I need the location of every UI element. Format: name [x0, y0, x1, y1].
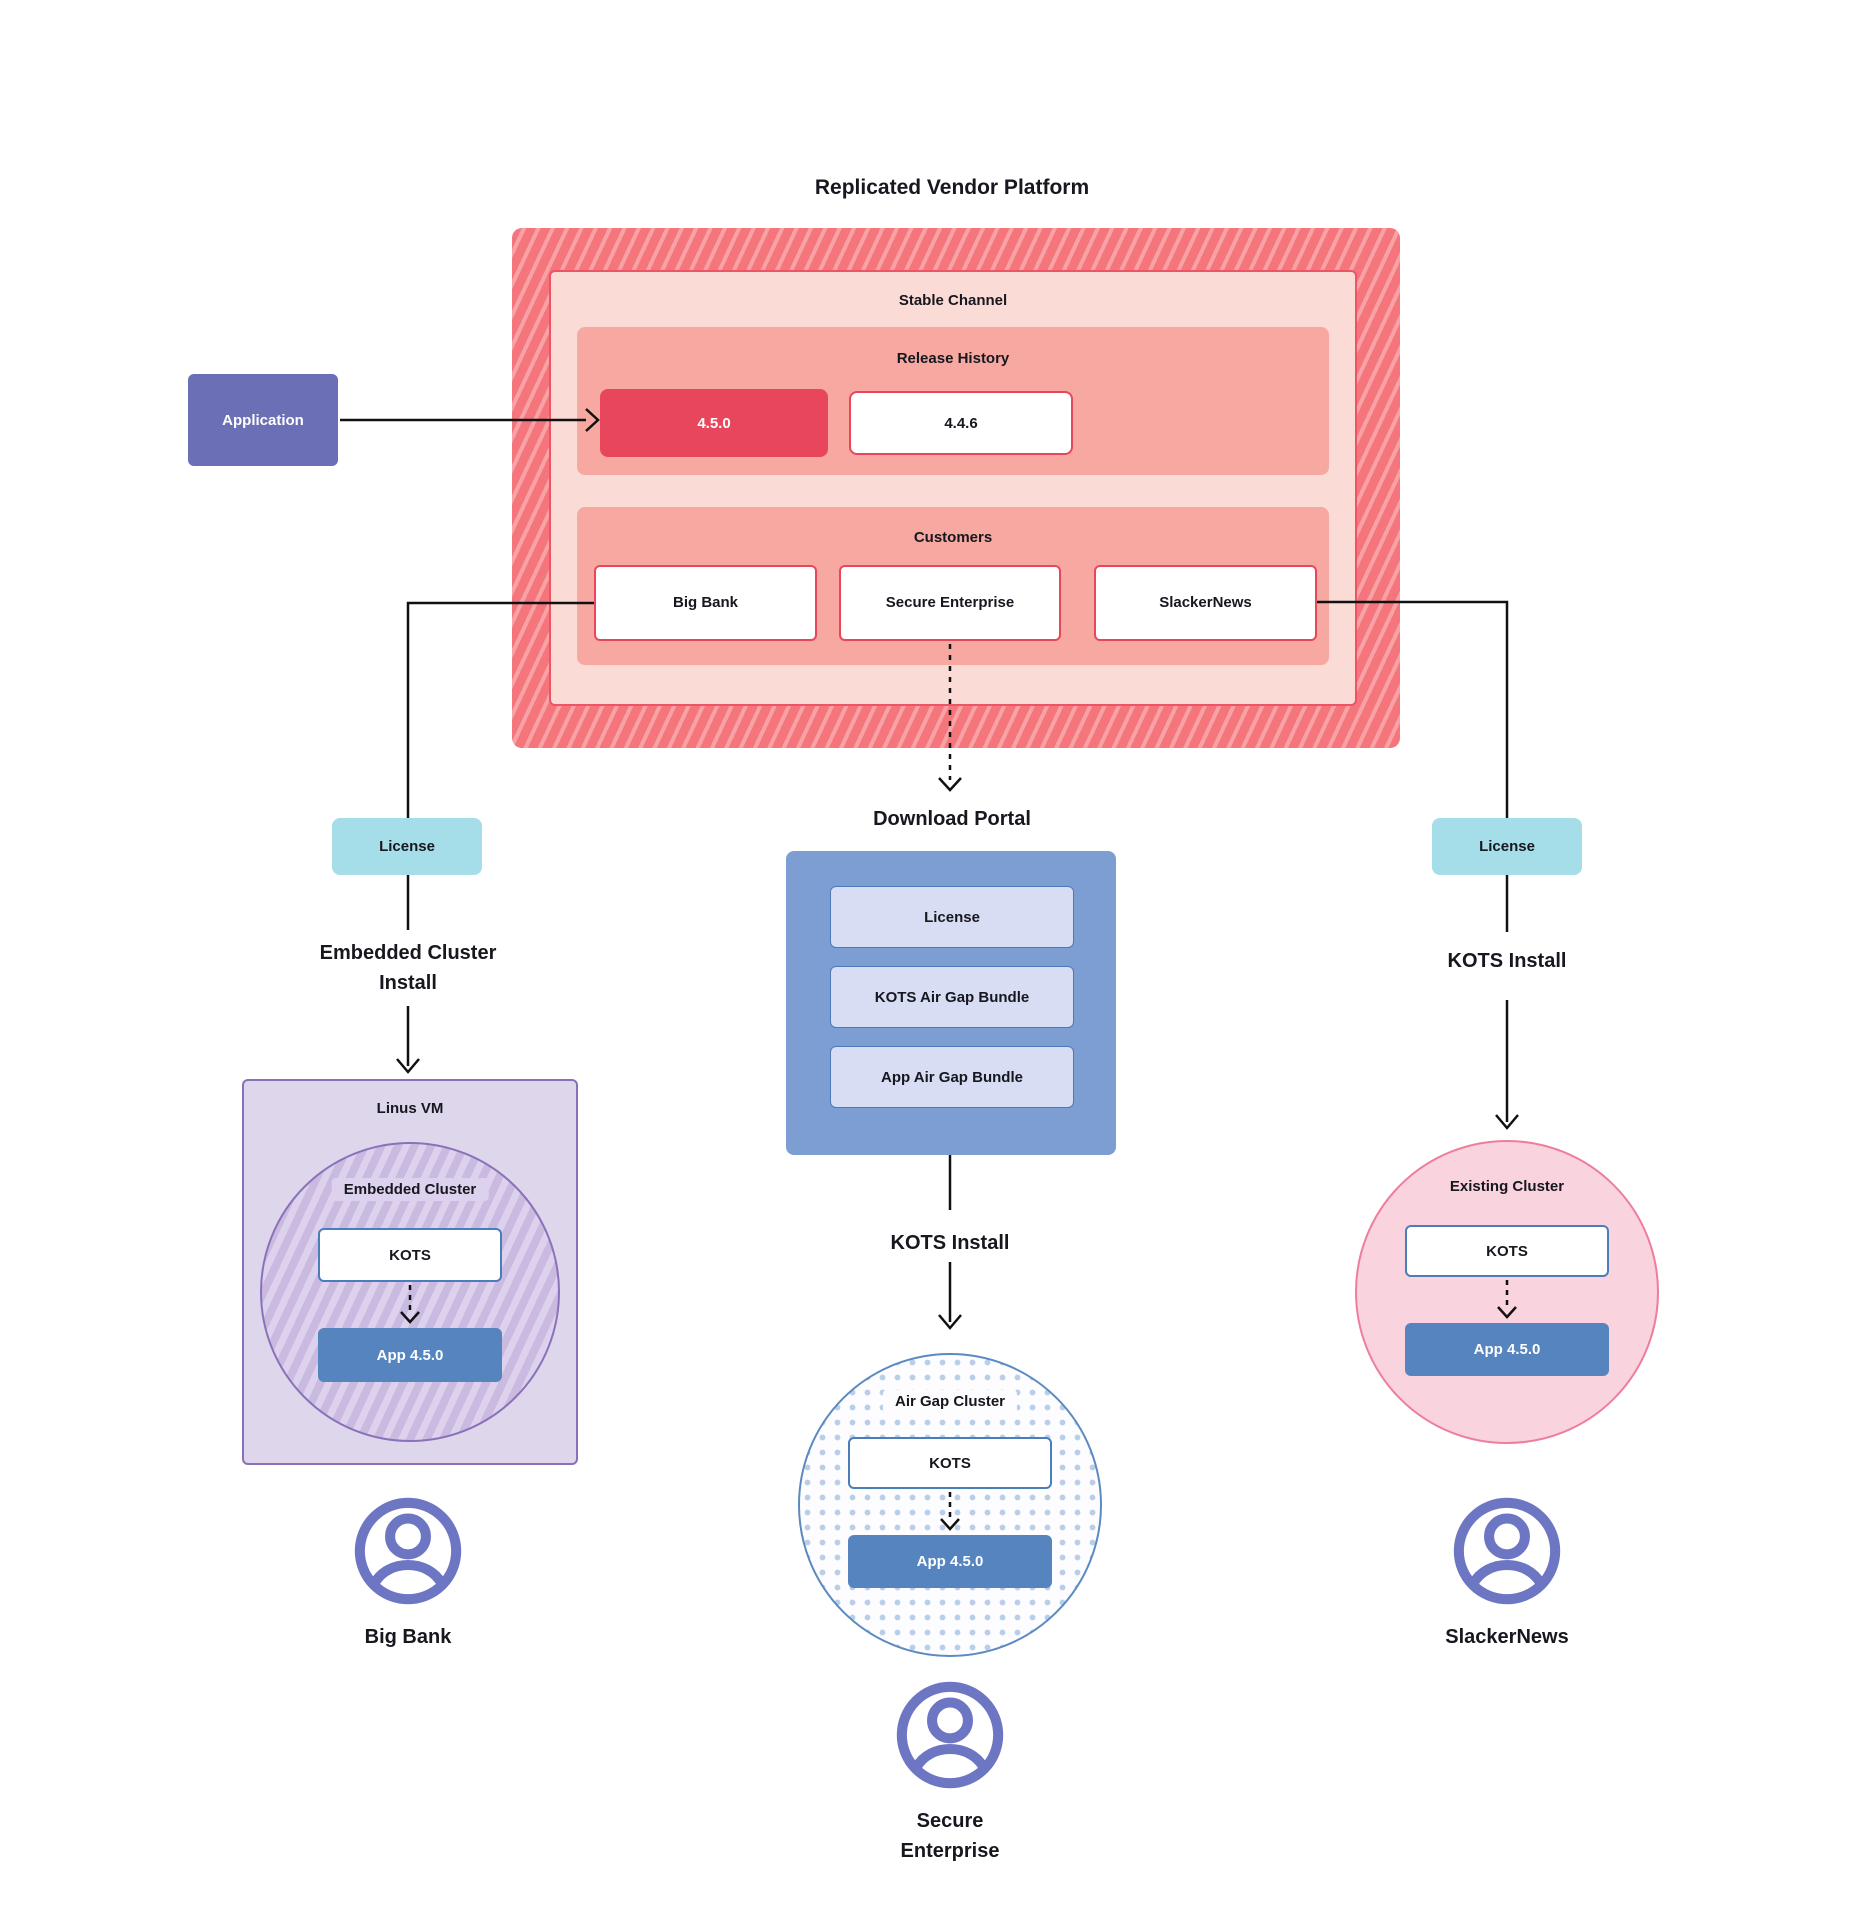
embedded-cluster-label: Embedded Cluster — [331, 1178, 489, 1201]
kots-box-left: KOTS — [318, 1228, 502, 1282]
customer-secure-enterprise: Secure Enterprise — [839, 565, 1061, 641]
arrowhead-secure-portal — [938, 777, 962, 792]
person-icon-slackernews — [1453, 1497, 1561, 1605]
person-label-slackernews: SlackerNews — [1445, 1626, 1569, 1648]
arrowhead-install-center — [938, 1314, 962, 1330]
person-label-big-bank: Big Bank — [364, 1626, 452, 1648]
embedded-cluster-install-label-line1: Embedded Cluster — [319, 942, 497, 964]
embedded-cluster-install-label-line2: Install — [379, 972, 437, 994]
customer-big-bank: Big Bank — [594, 565, 817, 641]
person-label-secure-line2: Enterprise — [900, 1840, 1000, 1862]
arrowhead-install-left — [396, 1058, 420, 1074]
kots-box-right: KOTS — [1405, 1225, 1609, 1277]
app-box-right: App 4.5.0 — [1405, 1323, 1609, 1376]
download-portal-label: Download Portal — [873, 808, 1031, 830]
diagram-title: Replicated Vendor Platform — [814, 176, 1090, 199]
air-gap-cluster-label: Air Gap Cluster — [882, 1390, 1018, 1413]
app-box-center: App 4.5.0 — [848, 1535, 1052, 1588]
release-450-box: 4.5.0 — [600, 389, 828, 457]
person-icon-secure-enterprise — [896, 1681, 1004, 1789]
kots-install-label-right: KOTS Install — [1447, 950, 1567, 972]
kots-install-label-center: KOTS Install — [890, 1232, 1010, 1254]
linus-vm-label: Linus VM — [376, 1100, 444, 1117]
stable-channel-label: Stable Channel — [898, 292, 1008, 309]
existing-cluster-label: Existing Cluster — [1449, 1178, 1565, 1195]
arrowhead-install-right — [1495, 1114, 1519, 1130]
app-box-left: App 4.5.0 — [318, 1328, 502, 1382]
person-label-secure-line1: Secure — [916, 1810, 984, 1832]
customer-slackernews: SlackerNews — [1094, 565, 1317, 641]
portal-item-license: License — [830, 886, 1074, 948]
release-history-label: Release History — [896, 350, 1010, 367]
license-badge-left: License — [332, 818, 482, 875]
portal-item-app-bundle: App Air Gap Bundle — [830, 1046, 1074, 1108]
application-box: Application — [188, 374, 338, 466]
portal-item-kots-bundle: KOTS Air Gap Bundle — [830, 966, 1074, 1028]
person-icon-big-bank — [354, 1497, 462, 1605]
license-badge-right: License — [1432, 818, 1582, 875]
customers-label: Customers — [913, 529, 993, 546]
release-446-box: 4.4.6 — [849, 391, 1073, 455]
kots-box-center: KOTS — [848, 1437, 1052, 1489]
